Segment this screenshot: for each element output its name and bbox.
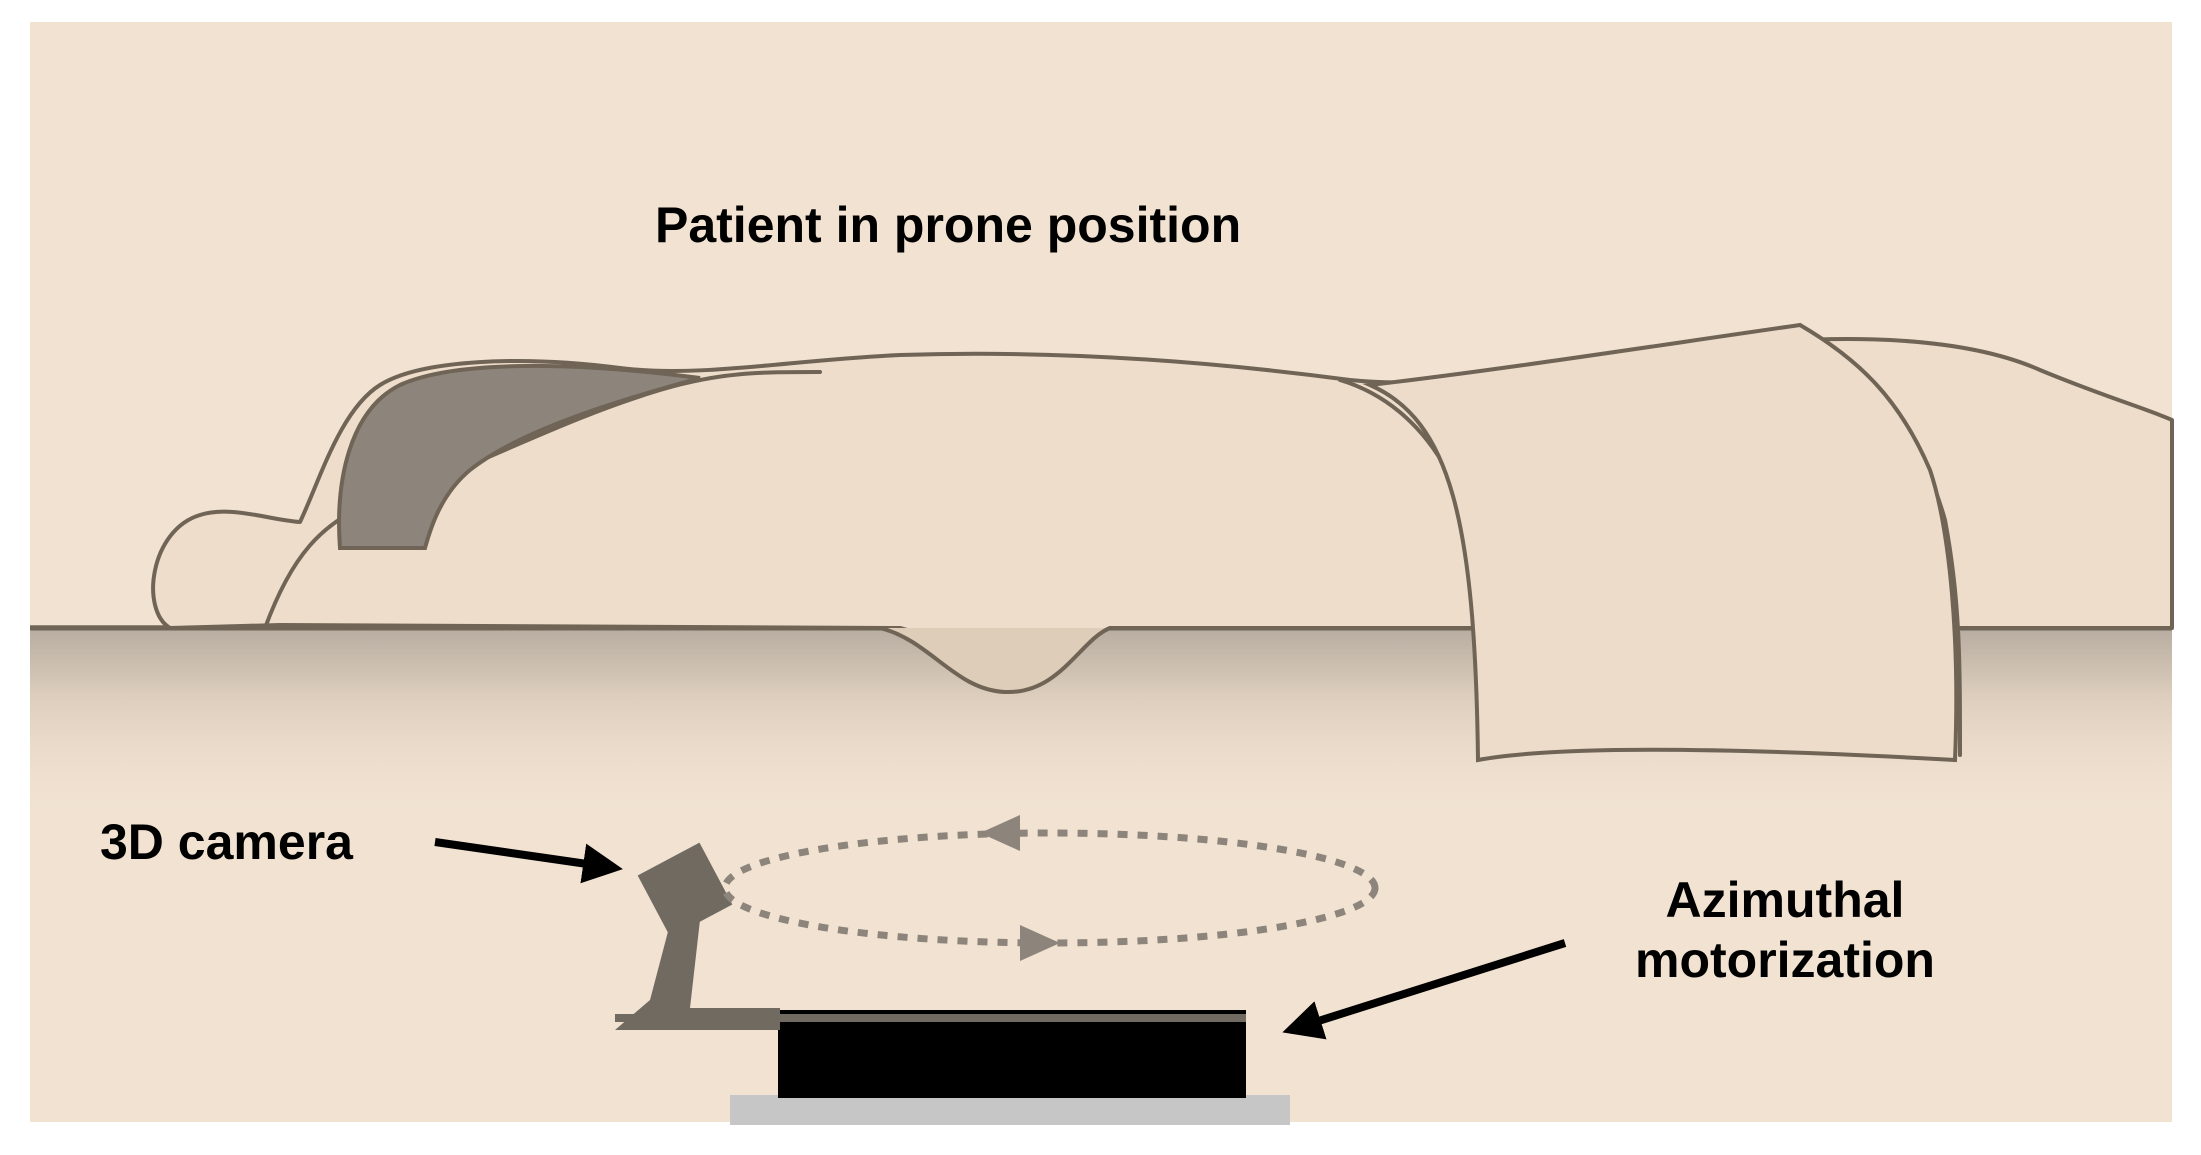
motorization-label-line1: Azimuthal xyxy=(1665,872,1905,928)
face-cutout xyxy=(879,626,1111,695)
patient-arm xyxy=(263,370,822,630)
rotation-path xyxy=(721,829,1379,947)
patient-hair xyxy=(337,363,701,550)
motor-pointer-arrow xyxy=(1282,939,1567,1040)
motorization-label: Azimuthal motorization xyxy=(1595,870,1975,990)
figure-title: Patient in prone position xyxy=(655,197,1242,253)
motor-base xyxy=(778,1010,1246,1098)
rotation-arrow-top xyxy=(980,815,1020,851)
camera-pointer-arrow xyxy=(434,838,623,884)
floor-strip xyxy=(730,1095,1290,1125)
rotation-arrow-bottom xyxy=(1020,925,1060,961)
motorization-label-line2: motorization xyxy=(1635,932,1935,988)
camera-arm xyxy=(615,905,780,1030)
3d-camera-body xyxy=(637,842,733,938)
camera-label: 3D camera xyxy=(100,814,353,870)
drape-sheet xyxy=(1362,322,1959,763)
